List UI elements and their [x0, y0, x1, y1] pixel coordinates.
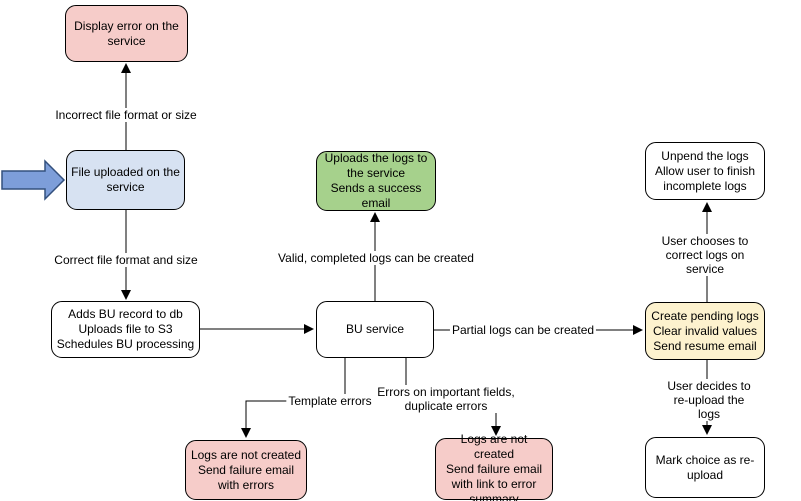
- edge-label-correct-format: Correct file format and size: [52, 253, 200, 267]
- edge-label-incorrect-format: Incorrect file format or size: [53, 108, 199, 122]
- node-uploads-logs: Uploads the logs to the service Sends a …: [316, 151, 436, 211]
- node-adds-bu-record-label: Adds BU record to db Uploads file to S3 …: [56, 307, 195, 351]
- node-logs-failure-template: Logs are not created Send failure email …: [185, 440, 307, 500]
- node-display-error: Display error on the service: [65, 5, 188, 62]
- node-bu-service-label: BU service: [345, 322, 404, 336]
- node-file-uploaded-label: File uploaded on the service: [71, 165, 180, 194]
- node-unpend-logs: Unpend the logs Allow user to finish inc…: [645, 142, 765, 200]
- node-adds-bu-record: Adds BU record to db Uploads file to S3 …: [51, 301, 200, 358]
- node-mark-choice-label: Mark choice as re- upload: [655, 452, 755, 482]
- node-create-pending-label: Create pending logs Clear invalid values…: [651, 308, 759, 353]
- node-create-pending: Create pending logs Clear invalid values…: [645, 302, 765, 360]
- edge-label-valid-logs: Valid, completed logs can be created: [276, 251, 476, 265]
- node-mark-choice: Mark choice as re- upload: [645, 437, 765, 498]
- edge-label-partial-logs: Partial logs can be created: [449, 323, 597, 337]
- node-unpend-logs-label: Unpend the logs Allow user to finish inc…: [654, 148, 756, 193]
- node-uploads-logs-label: Uploads the logs to the service Sends a …: [324, 151, 428, 210]
- edge-label-user-reupload: User decides to re-upload the logs: [663, 379, 755, 421]
- edge-label-important-errors: Errors on important fields, duplicate er…: [375, 385, 517, 413]
- node-display-error-label: Display error on the service: [74, 18, 179, 48]
- entry-arrow-icon: [1, 159, 66, 201]
- node-logs-failure-template-label: Logs are not created Send failure email …: [190, 447, 302, 492]
- node-logs-failure-fields-label: Logs are not created Send failure email …: [445, 431, 543, 501]
- edge-label-template-errors: Template errors: [286, 394, 374, 408]
- node-bu-service: BU service: [316, 301, 434, 358]
- edge-label-user-correct: User chooses to correct logs on service: [657, 234, 753, 276]
- node-logs-failure-fields: Logs are not created Send failure email …: [435, 432, 553, 501]
- node-file-uploaded: File uploaded on the service: [66, 150, 185, 210]
